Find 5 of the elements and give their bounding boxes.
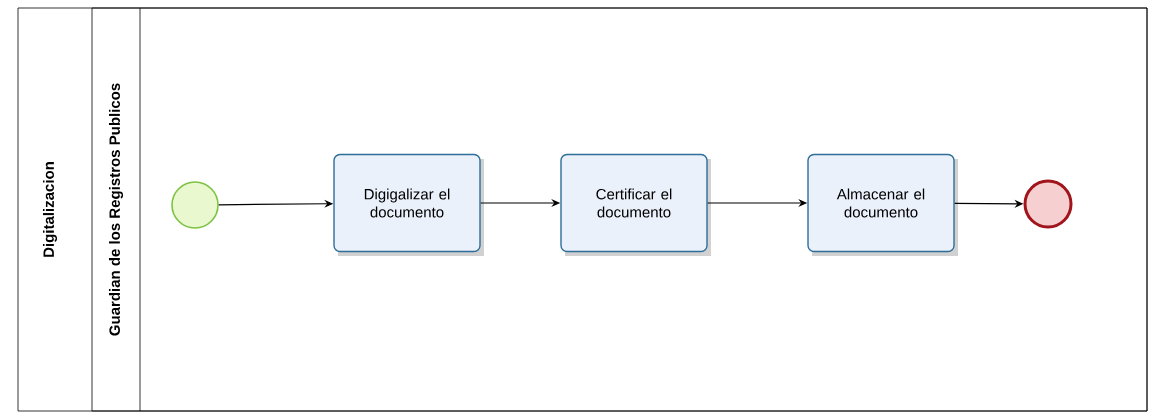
end-event-circle bbox=[1023, 179, 1073, 229]
task-box: Almacenar el documento bbox=[807, 153, 955, 253]
start-event-circle bbox=[171, 181, 219, 229]
task-box: Digigalizar el documento bbox=[333, 153, 481, 253]
task-box: Certificar el documento bbox=[560, 153, 708, 253]
